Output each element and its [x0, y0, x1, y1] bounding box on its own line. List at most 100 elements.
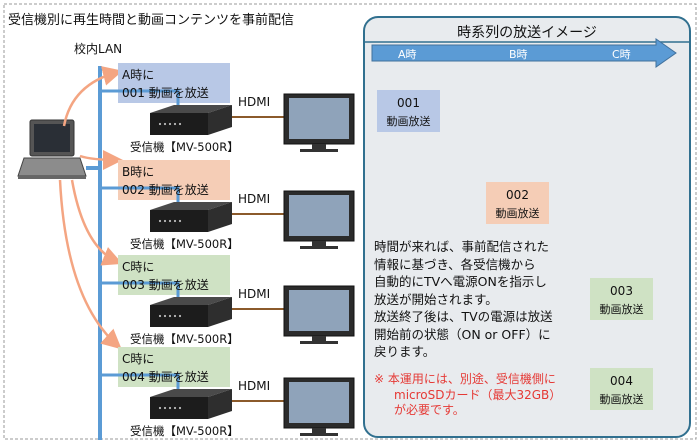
lan-branch [100, 186, 180, 206]
tv-neck [312, 241, 326, 246]
block-001-num: 001 [397, 96, 420, 110]
tv-stand [300, 246, 338, 249]
receiver-led [168, 314, 172, 318]
lan-branch [100, 281, 180, 301]
right-panel-frame [363, 16, 691, 438]
unit-time-label: C時に [122, 352, 155, 366]
receiver-side [208, 389, 232, 419]
receiver-led [168, 219, 172, 223]
receiver-top [150, 297, 232, 305]
left-panel-title: 受信機別に再生時間と動画コンテンツを事前配信 [8, 13, 295, 28]
unit-label-box [118, 160, 230, 200]
block-001-label: 動画放送 [386, 115, 431, 128]
receiver-led [173, 314, 177, 318]
block-003-bg [590, 278, 653, 320]
receiver-led [168, 406, 172, 410]
block-004-bg [590, 368, 653, 410]
lan-branch [100, 373, 180, 393]
note-line: microSDカード（最大32GB） [394, 387, 562, 402]
timeline-label-c: C時 [612, 48, 631, 61]
block-002-bg [486, 182, 549, 224]
description-line: 戻ります。 [374, 344, 436, 359]
tv-screen [289, 290, 349, 331]
receiver-led [178, 219, 182, 223]
block-004-label: 動画放送 [599, 393, 644, 406]
laptop-icon [17, 119, 87, 179]
block-001-bg [377, 90, 440, 132]
tv-screen [289, 195, 349, 236]
receiver-led [168, 122, 172, 126]
tv-stand [300, 433, 338, 436]
receiver-led [158, 314, 162, 318]
lan-branch [100, 89, 180, 109]
receiver-led [158, 406, 162, 410]
unit-content-label: 004 動画を放送 [122, 370, 209, 384]
arrow-to-unit-b [79, 149, 123, 170]
hdmi-label: HDMI [238, 379, 271, 393]
note-line: ※ 本運用には、別途、受信機側に [374, 372, 556, 386]
tv-stand [300, 149, 338, 152]
block-003-num: 003 [610, 284, 633, 298]
receiver-led [163, 406, 167, 410]
description-line: 放送が開始されます。 [374, 291, 498, 307]
receiver-side [208, 202, 232, 232]
block-002-label: 動画放送 [495, 207, 540, 220]
tv-neck [312, 144, 326, 149]
unit-label-box [118, 255, 230, 295]
receiver-led [173, 122, 177, 126]
receiver-top [150, 389, 232, 397]
receiver-top [150, 202, 232, 210]
receiver-led [163, 314, 167, 318]
description: 時間が来れば、事前配信された情報に基づき、各受信機から自動的にTVへ電源ONを指… [374, 238, 553, 361]
arrow-to-unit-c [70, 179, 123, 266]
receiver-led [173, 219, 177, 223]
note-line: が必要です。 [394, 403, 465, 417]
receiver-led [163, 219, 167, 223]
receiver-model-label: 受信機【MV-500R】 [130, 424, 239, 438]
tv-screen [289, 98, 349, 139]
receiver-led [158, 219, 162, 223]
receiver-side [208, 105, 232, 135]
description-line: 時間が来れば、事前配信された [374, 239, 550, 254]
tv-neck [312, 336, 326, 341]
timeline-label-a: A時 [398, 48, 417, 61]
receiver-model-label: 受信機【MV-500R】 [130, 237, 239, 251]
hdmi-label: HDMI [238, 287, 271, 301]
receiver-led [178, 406, 182, 410]
arrow-to-unit-d [58, 179, 122, 350]
unit-time-label: C時に [122, 260, 155, 274]
block-002-num: 002 [506, 188, 529, 202]
unit-label-box [118, 63, 230, 103]
arrow-to-unit-a [62, 66, 123, 127]
receiver-led [158, 122, 162, 126]
hdmi-label: HDMI [238, 95, 271, 109]
receiver-top [150, 105, 232, 113]
tv-screen [289, 382, 349, 423]
hdmi-label: HDMI [238, 192, 271, 206]
receiver-led [178, 122, 182, 126]
unit-label-box [118, 347, 230, 387]
receiver-led [178, 314, 182, 318]
receiver-led [163, 122, 167, 126]
receiver-model-label: 受信機【MV-500R】 [130, 332, 239, 346]
unit-content-label: 003 動画を放送 [122, 278, 209, 292]
receiver-side [208, 297, 232, 327]
description-line: 放送終了後は、TVの電源は放送 [374, 309, 553, 324]
tv-neck [312, 428, 326, 433]
right-panel-title: 時系列の放送イメージ [457, 25, 597, 41]
block-003-label: 動画放送 [599, 303, 644, 316]
timeline-arrow [371, 38, 677, 68]
receiver-model-label: 受信機【MV-500R】 [130, 140, 239, 154]
outer-frame [3, 3, 697, 440]
description-line: 情報に基づき、各受信機から [374, 256, 536, 272]
unit-time-label: B時に [122, 165, 155, 179]
description-line: 自動的にTVへ電源ONを指示し [374, 274, 547, 289]
receiver-led [173, 406, 177, 410]
timeline-label-b: B時 [509, 48, 528, 61]
unit-content-label: 002 動画を放送 [122, 183, 209, 197]
unit-content-label: 001 動画を放送 [122, 86, 209, 100]
block-004-num: 004 [610, 374, 633, 388]
